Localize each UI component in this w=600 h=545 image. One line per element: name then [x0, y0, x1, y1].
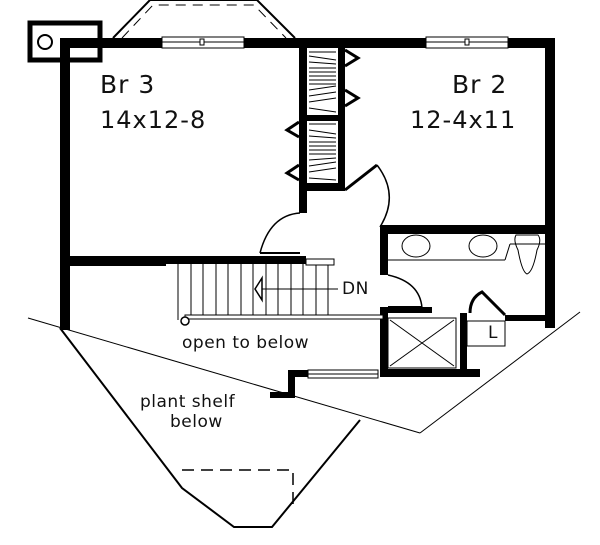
linen-label: L [488, 323, 498, 343]
closet-br3 [308, 123, 337, 181]
closet-br2 [308, 51, 337, 113]
sink-left [401, 234, 431, 258]
exterior-walls [60, 38, 555, 330]
interior-walls [70, 48, 555, 398]
window-br2 [425, 36, 509, 49]
shower [387, 317, 457, 369]
window-br3 [161, 36, 245, 49]
closet-doors [284, 48, 361, 182]
room-name-br2: Br 2 [452, 70, 508, 99]
window-hall [307, 369, 379, 379]
doors [259, 163, 507, 317]
bath-fixtures [387, 234, 545, 369]
stairs [177, 258, 384, 326]
linen-closet [466, 320, 506, 347]
plant-shelf-label-line2: below [170, 412, 223, 432]
room-dimensions-br3: 14x12-8 [100, 106, 207, 134]
plant-shelf-label-line1: plant shelf [140, 392, 236, 412]
roof-lines [27, 311, 581, 528]
stairs-direction-label: DN [342, 279, 369, 299]
open-to-below-label: open to below [182, 333, 310, 353]
sink-right [468, 234, 498, 258]
room-dimensions-br2: 12-4x11 [410, 106, 517, 134]
room-name-br3: Br 3 [100, 70, 156, 99]
toilet [514, 234, 541, 275]
bay-window [112, 0, 296, 39]
